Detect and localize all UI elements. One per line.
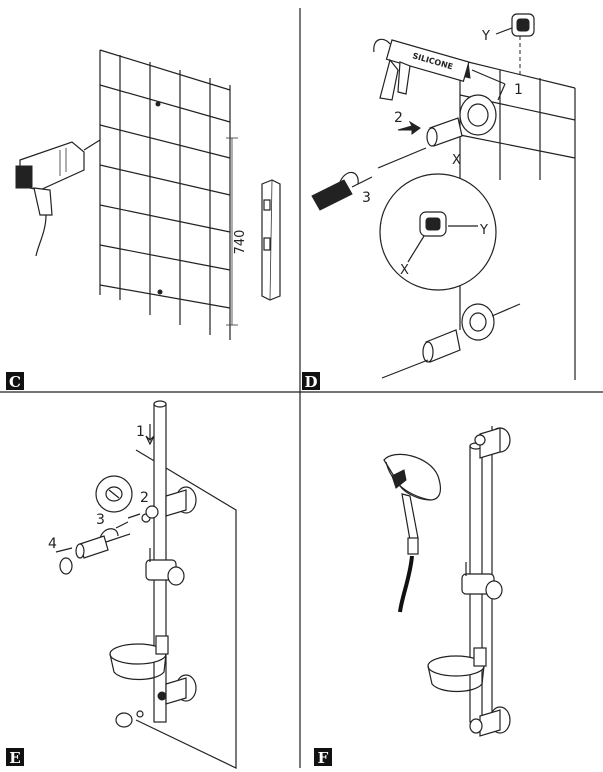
lower-bracket-e	[157, 674, 197, 705]
step-e1-label: 1	[136, 424, 145, 440]
step-3-label: 3	[362, 190, 371, 206]
plug-screw	[105, 533, 131, 543]
step-2-label: 2	[394, 110, 403, 126]
marker-y-detail: Y	[479, 223, 488, 238]
dimension-line	[226, 137, 238, 326]
holder-cylinder	[426, 117, 463, 147]
drill-mark-bottom	[157, 289, 163, 295]
shower-hose	[398, 555, 414, 613]
hex-key	[99, 528, 119, 539]
lower-wall-disc	[461, 303, 495, 341]
top-bracket-e	[165, 486, 197, 517]
wall-plane-e	[135, 449, 237, 769]
step-1-label: 1	[514, 82, 523, 98]
panel-f-badge	[314, 748, 332, 766]
wall-tiles	[459, 59, 576, 380]
tile-wall-grid	[99, 49, 231, 340]
slider-holder-e	[145, 548, 185, 586]
panel-f: F	[314, 426, 511, 767]
y-pointer-top	[495, 27, 513, 35]
panel-e-letter: E	[9, 749, 20, 767]
marker-x-top: X	[452, 153, 461, 168]
step1-arrow	[497, 83, 506, 101]
marker-x-detail: X	[400, 263, 409, 278]
end-cap	[59, 557, 73, 575]
step4-arrow-e	[55, 547, 73, 553]
step3-arrow-e	[115, 521, 129, 529]
step2-arrow-e	[127, 513, 141, 519]
panel-f-letter: F	[318, 749, 329, 767]
detail-circle-e	[95, 475, 133, 513]
spirit-level-icon	[261, 179, 281, 301]
panel-e: 1 2 3 4	[6, 400, 237, 769]
detail-zoom	[379, 173, 497, 291]
lower-holder	[422, 329, 461, 363]
slider-holder-f	[461, 562, 503, 600]
step-e3-label: 3	[96, 512, 105, 528]
panel-c-badge	[6, 372, 24, 390]
marker-y-top: Y	[481, 29, 490, 44]
silicone-gun-icon: SILICONE	[373, 38, 506, 101]
top-bracket-f	[474, 427, 511, 459]
soap-dish-e	[109, 635, 169, 681]
panel-d-badge	[302, 372, 320, 390]
bracket-y-top	[511, 13, 535, 37]
step2-arrow	[397, 120, 421, 135]
handshower-icon	[383, 453, 442, 555]
lower-end-cap	[115, 712, 133, 728]
lower-screw	[381, 359, 429, 379]
panel-c-letter: C	[9, 373, 21, 391]
soap-dish-f	[427, 647, 487, 693]
panel-c: 740 C	[6, 49, 281, 391]
step-e4-label: 4	[48, 536, 57, 552]
screwdriver-icon	[311, 171, 373, 211]
lower-washer	[136, 710, 144, 718]
drill-mark-top	[155, 101, 161, 107]
screw	[377, 147, 427, 169]
cap-ring	[145, 505, 159, 519]
panel-e-badge	[6, 748, 24, 766]
dimension-label: 740	[233, 230, 248, 255]
panel-d: SILICONE Y 1 2 X	[302, 13, 576, 391]
wall-disc	[459, 94, 497, 136]
wall-plug	[75, 535, 109, 559]
drill-icon	[15, 139, 101, 257]
step-e2-label: 2	[140, 490, 149, 506]
panel-d-letter: D	[304, 373, 317, 391]
lower-anchor	[491, 303, 521, 317]
step1-arrow-e	[145, 424, 155, 446]
lower-bracket-f	[469, 706, 511, 737]
